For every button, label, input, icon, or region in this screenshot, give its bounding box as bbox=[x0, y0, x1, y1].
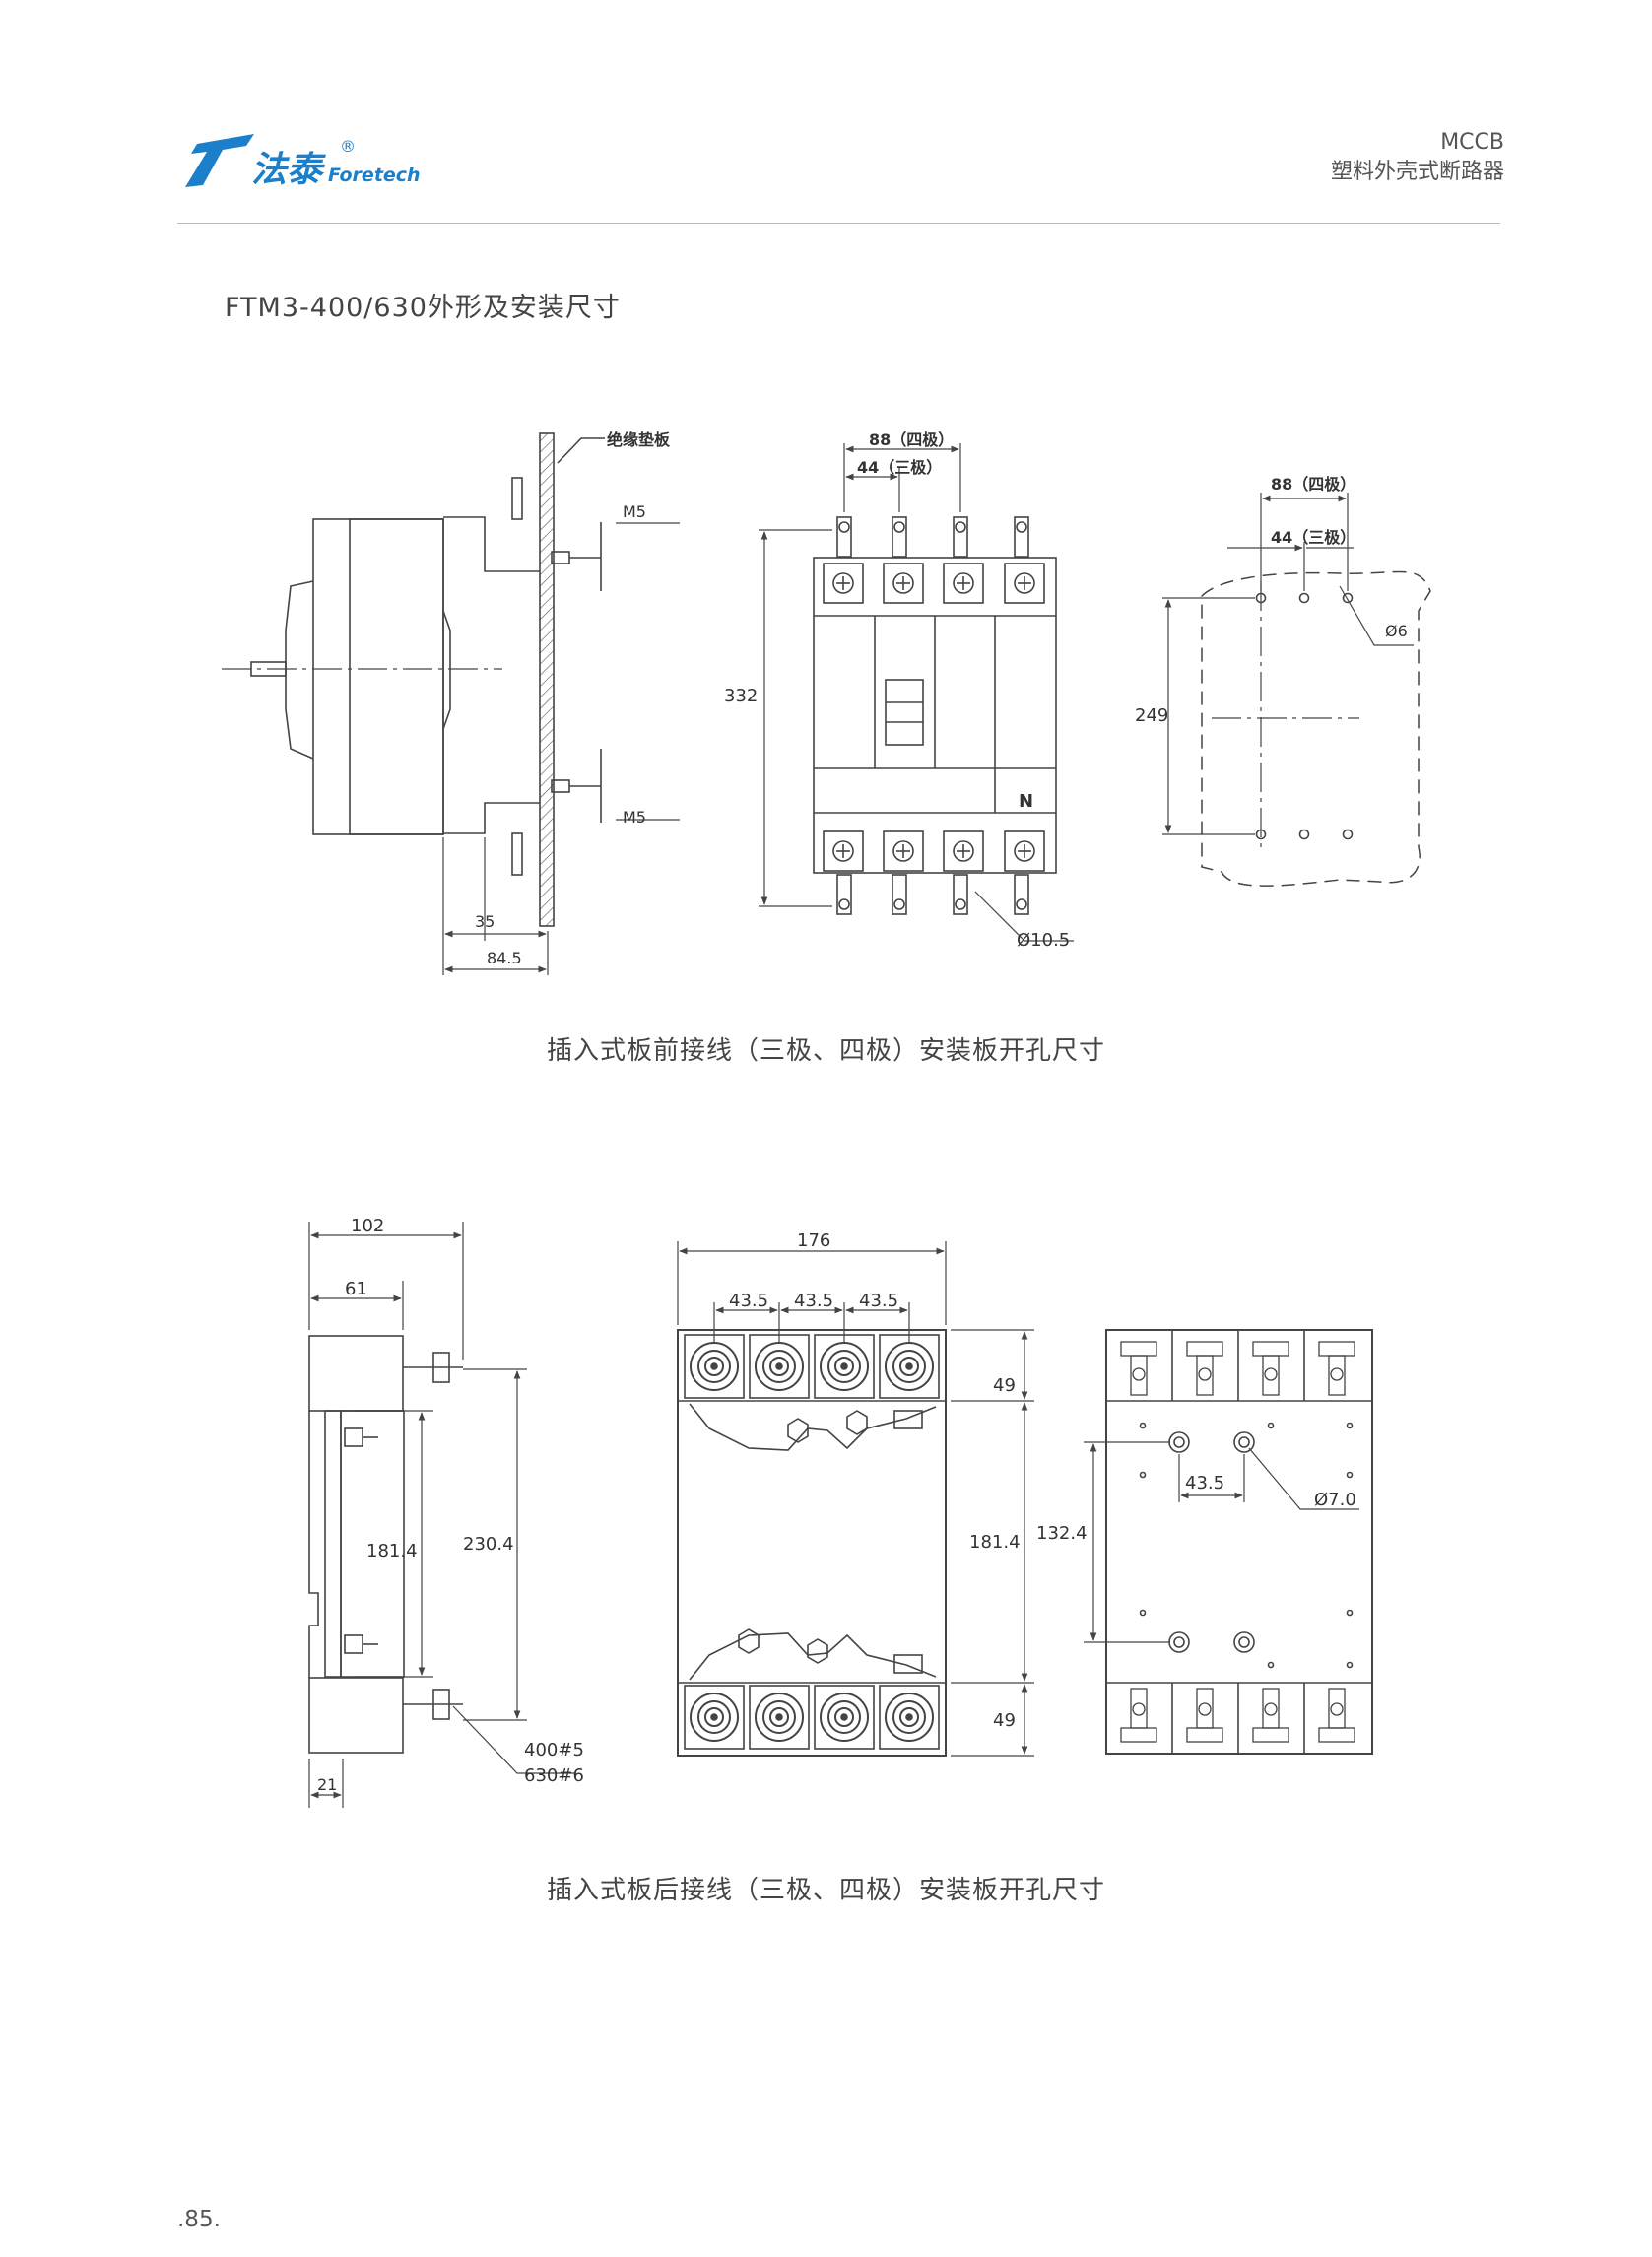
front-cutout bbox=[1162, 493, 1431, 887]
dim-49-top: 49 bbox=[993, 1375, 1016, 1396]
dim-332: 332 bbox=[724, 686, 758, 706]
dim-176: 176 bbox=[797, 1230, 830, 1251]
logo-mark-icon: 法泰 Foretech ® bbox=[185, 134, 421, 190]
dim-21: 21 bbox=[317, 1775, 337, 1794]
bolt-400: 400#5 bbox=[524, 1740, 584, 1760]
rear-cutout-view bbox=[1084, 1329, 1373, 1755]
dim-44-three-pole: 44（三极） bbox=[857, 458, 942, 477]
cutout-dim-88: 88（四极） bbox=[1271, 475, 1355, 494]
pitch-1: 43.5 bbox=[729, 1291, 768, 1311]
registered-mark: ® bbox=[340, 137, 356, 156]
dim-43-5-hole: 43.5 bbox=[1185, 1473, 1224, 1494]
foretech-logo: 法泰 Foretech ® bbox=[177, 126, 424, 195]
pitch-2: 43.5 bbox=[794, 1291, 833, 1311]
dim-49-bottom: 49 bbox=[993, 1710, 1016, 1731]
dim-181-4-side: 181.4 bbox=[366, 1541, 418, 1561]
screw-bottom-label: M5 bbox=[623, 808, 646, 827]
cutout-dim-249: 249 bbox=[1135, 705, 1168, 726]
cutout-dim-44: 44（三极） bbox=[1271, 528, 1355, 547]
brand-en: Foretech bbox=[328, 165, 421, 186]
dim-132-4: 132.4 bbox=[1036, 1523, 1088, 1544]
product-code: MCCB bbox=[1440, 130, 1504, 155]
bolt-630: 630#6 bbox=[524, 1765, 584, 1786]
dim-88-four-pole: 88（四极） bbox=[869, 431, 954, 449]
dim-102: 102 bbox=[351, 1216, 384, 1236]
rear-front-view bbox=[677, 1241, 1034, 1757]
brand-cn: 法泰 bbox=[251, 150, 326, 190]
product-name: 塑料外壳式断路器 bbox=[1330, 160, 1504, 184]
page-number: .85. bbox=[177, 2207, 221, 2232]
front-side-view bbox=[222, 432, 680, 975]
insulation-plate-label: 绝缘垫板 bbox=[607, 431, 671, 449]
dia-10-5: Ø10.5 bbox=[1017, 930, 1070, 951]
dim-84-5: 84.5 bbox=[487, 949, 522, 967]
header-divider bbox=[177, 223, 1500, 224]
caption-rear-connection: 插入式板后接线（三极、四极）安装板开孔尺寸 bbox=[546, 1876, 1105, 1905]
dim-230-4: 230.4 bbox=[463, 1534, 514, 1555]
rear-side-view bbox=[308, 1222, 576, 1808]
front-elevation bbox=[759, 443, 1074, 942]
dim-35: 35 bbox=[475, 912, 495, 931]
pitch-3: 43.5 bbox=[859, 1291, 898, 1311]
header-product: MCCB 塑料外壳式断路器 bbox=[1331, 128, 1504, 187]
screw-top-label: M5 bbox=[623, 502, 646, 521]
dim-61: 61 bbox=[345, 1279, 367, 1299]
dim-181-4: 181.4 bbox=[969, 1532, 1021, 1553]
dia-7: Ø7.0 bbox=[1314, 1490, 1356, 1510]
caption-front-connection: 插入式板前接线（三极、四极）安装板开孔尺寸 bbox=[546, 1036, 1105, 1066]
page-title: FTM3-400/630外形及安装尺寸 bbox=[225, 293, 621, 323]
cutout-dia-6: Ø6 bbox=[1385, 622, 1408, 640]
neutral-label: N bbox=[1019, 791, 1033, 812]
